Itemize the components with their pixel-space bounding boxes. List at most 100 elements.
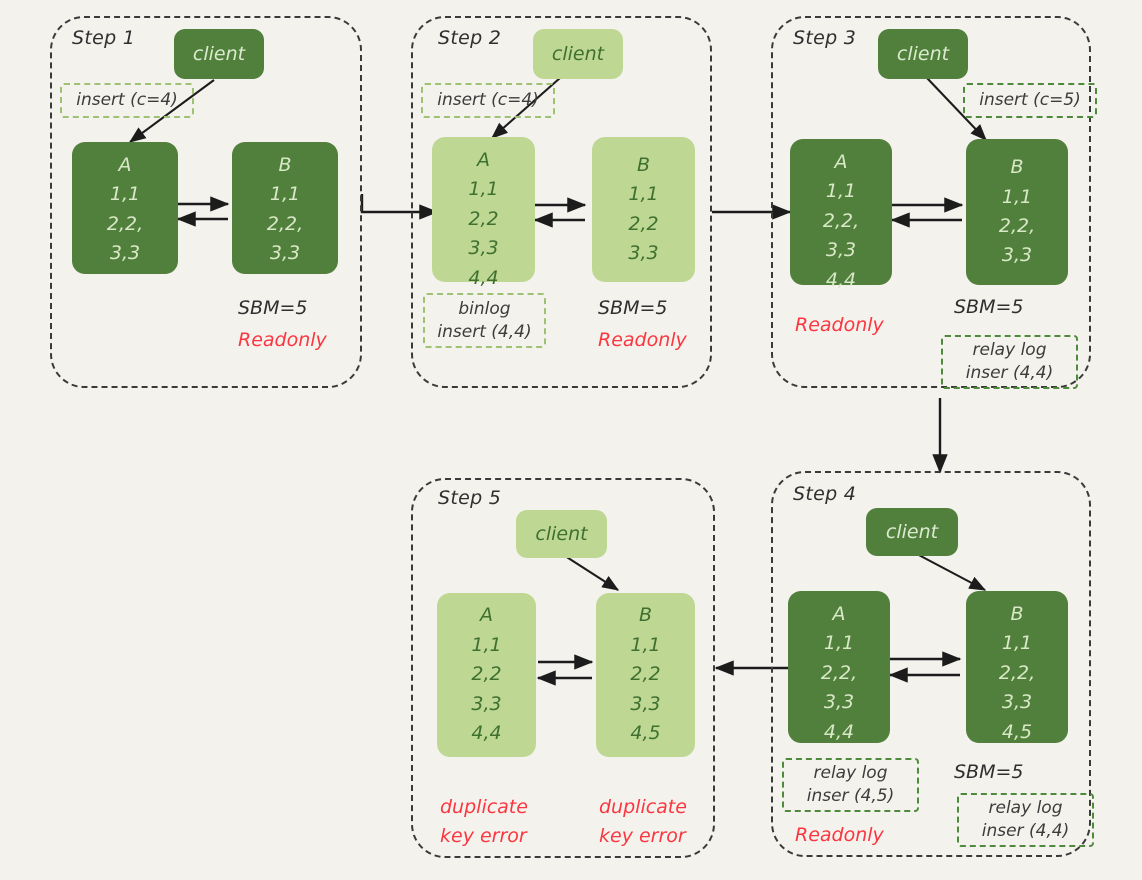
node-row: 2,2, xyxy=(822,209,860,232)
node-name: B xyxy=(1010,156,1024,179)
client-label: client xyxy=(535,523,588,545)
node-a-step2: A 1,1 2,2 3,3 4,4 xyxy=(432,137,535,289)
node-row: 2,2 xyxy=(471,663,502,686)
step-panel-step5 xyxy=(411,478,715,858)
step-title-step3: Step 3 xyxy=(793,27,857,49)
request-chip-step2: insert (c=4) xyxy=(421,83,555,118)
client-box-step5[interactable]: client xyxy=(516,510,607,558)
sbm-label-step3: SBM=5 xyxy=(954,296,1024,318)
node-row: 4,4 xyxy=(825,268,857,291)
error-line: duplicate xyxy=(599,796,687,818)
node-row: 1,1 xyxy=(1001,632,1033,655)
chip-line: relay log xyxy=(813,763,888,784)
node-row: 4,5 xyxy=(1001,720,1033,743)
chip-line: insert (c=5) xyxy=(979,90,1081,111)
node-row: 3,3 xyxy=(825,239,857,262)
node-b-step4: B 1,1 2,2, 3,3 4,5 xyxy=(966,591,1068,743)
node-row: 2,2, xyxy=(266,212,304,235)
node-row: 1,1 xyxy=(628,183,659,206)
duplicate-key-error-b-step5: duplicate key error xyxy=(599,793,687,852)
node-row: 3,3 xyxy=(1001,244,1033,267)
node-row: 3,3 xyxy=(468,237,499,260)
node-row: 1,1 xyxy=(471,633,502,656)
step-title-step5: Step 5 xyxy=(438,487,502,509)
node-name: A xyxy=(480,604,493,627)
client-box-step4[interactable]: client xyxy=(866,508,958,556)
sbm-label-step1: SBM=5 xyxy=(238,297,308,319)
chip-line: inser (4,5) xyxy=(806,786,895,806)
node-a-step1: A 1,1 2,2, 3,3 xyxy=(72,142,178,274)
step-panel-step4 xyxy=(771,471,1091,857)
client-box-step2[interactable]: client xyxy=(533,29,623,79)
client-label: client xyxy=(192,43,246,65)
node-row: 4,5 xyxy=(630,722,661,745)
node-row: 1,1 xyxy=(825,180,857,203)
node-row: 3,3 xyxy=(628,241,659,264)
node-name: A xyxy=(118,154,132,176)
node-name: B xyxy=(278,154,292,176)
client-box-step1[interactable]: client xyxy=(174,29,264,79)
node-row: 4,4 xyxy=(471,722,502,745)
node-a-step5: A 1,1 2,2 3,3 4,4 xyxy=(437,593,536,757)
client-box-step3[interactable]: client xyxy=(878,29,968,79)
node-row: 2,2, xyxy=(998,215,1036,237)
node-b-step1: B 1,1 2,2, 3,3 xyxy=(232,142,338,274)
step-title-step4: Step 4 xyxy=(793,483,857,505)
node-b-step5: B 1,1 2,2 3,3 4,5 xyxy=(596,593,695,757)
error-line: key error xyxy=(440,825,527,848)
node-row: 1,1 xyxy=(269,183,301,206)
sbm-label-step4: SBM=5 xyxy=(954,761,1024,783)
node-row: 3,3 xyxy=(1001,691,1033,714)
node-row: 2,2, xyxy=(820,661,858,684)
client-label: client xyxy=(551,43,605,65)
chip-line: binlog xyxy=(458,298,511,319)
client-label: client xyxy=(885,521,939,543)
relay-log-chip-a-step4: relay log inser (4,5) xyxy=(782,758,919,812)
readonly-label-step3: Readonly xyxy=(795,314,884,336)
step-title-step1: Step 1 xyxy=(72,27,136,49)
node-row: 3,3 xyxy=(109,242,141,265)
client-label: client xyxy=(896,43,950,65)
node-name: B xyxy=(1010,603,1024,625)
node-row: 4,4 xyxy=(823,720,855,743)
error-line: duplicate xyxy=(440,796,528,818)
node-name: A xyxy=(477,149,490,171)
readonly-label-step4: Readonly xyxy=(795,824,884,846)
relay-log-chip-b-step4: relay log inser (4,4) xyxy=(957,793,1094,847)
step-title-step2: Step 2 xyxy=(438,27,502,49)
chip-line: inser (4,4) xyxy=(965,363,1054,383)
node-row: 3,3 xyxy=(471,692,502,715)
node-row: 1,1 xyxy=(823,632,855,655)
chip-line: relay log xyxy=(988,798,1063,819)
duplicate-key-error-a-step5: duplicate key error xyxy=(440,793,528,852)
request-chip-step3: insert (c=5) xyxy=(963,83,1097,118)
node-row: 4,4 xyxy=(468,266,499,289)
node-row: 1,1 xyxy=(630,633,661,656)
node-row: 1,1 xyxy=(468,178,499,201)
readonly-label-step2: Readonly xyxy=(598,329,687,351)
chip-line: insert (4,4) xyxy=(437,321,532,342)
error-line: key error xyxy=(599,825,686,848)
step-panel-step3 xyxy=(771,16,1091,388)
sbm-label-step2: SBM=5 xyxy=(598,297,668,319)
node-row: 1,1 xyxy=(1001,185,1033,208)
step-panel-step2 xyxy=(411,16,712,388)
node-row: 3,3 xyxy=(823,691,855,714)
node-row: 1,1 xyxy=(109,183,141,206)
step-panel-step1 xyxy=(50,16,362,388)
node-row: 2,2 xyxy=(468,207,499,230)
node-name: A xyxy=(832,603,846,625)
chip-line: inser (4,4) xyxy=(981,821,1070,841)
relay-log-chip-step3: relay log inser (4,4) xyxy=(941,335,1078,389)
node-b-step3: B 1,1 2,2, 3,3 xyxy=(966,139,1068,285)
chip-line: insert (c=4) xyxy=(76,90,178,111)
request-chip-step1: insert (c=4) xyxy=(60,83,194,118)
node-a-step3: A 1,1 2,2, 3,3 4,4 xyxy=(790,139,892,291)
node-row: 3,3 xyxy=(630,692,661,715)
readonly-label-step1: Readonly xyxy=(238,329,327,351)
node-b-step2: B 1,1 2,2 3,3 xyxy=(592,137,695,282)
node-row: 3,3 xyxy=(269,242,301,265)
node-row: 2,2, xyxy=(998,661,1036,684)
node-row: 2,2 xyxy=(628,212,659,235)
